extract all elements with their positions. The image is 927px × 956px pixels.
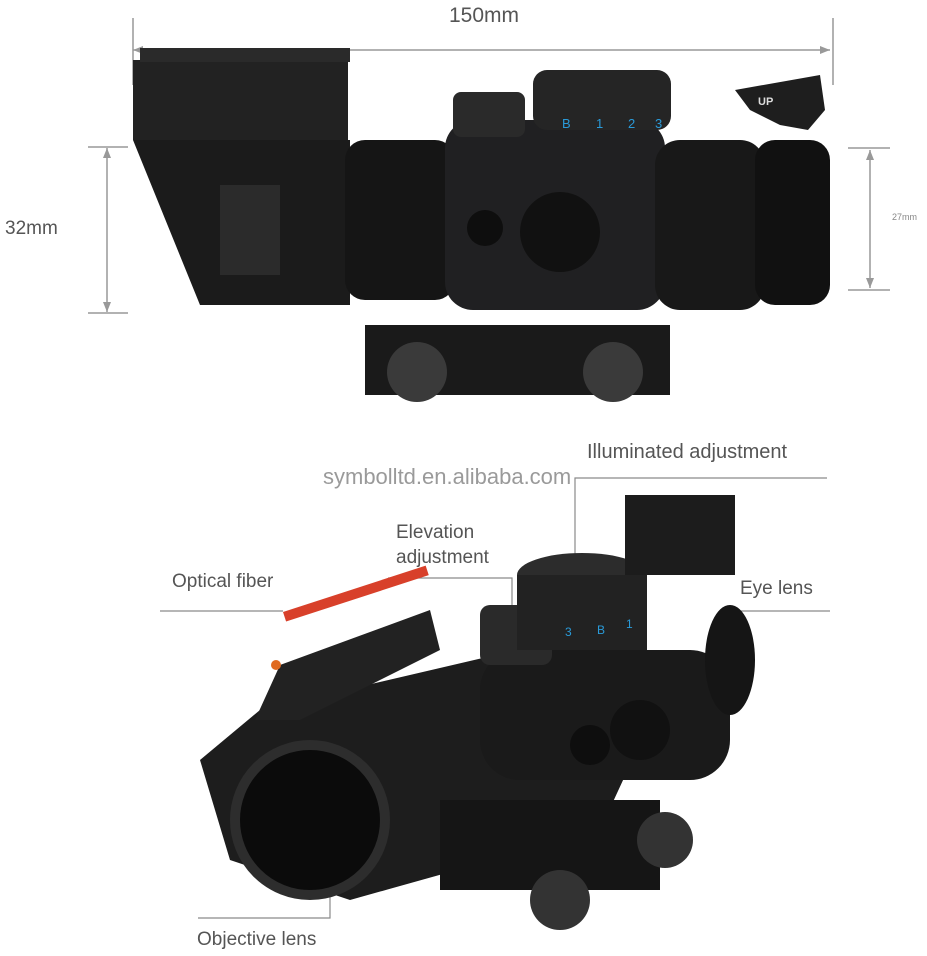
dial-marks-bottom: 3 B 1 — [565, 617, 633, 639]
callout-elevation-line1: Elevation — [396, 522, 475, 543]
callout-illuminated-adjustment: Illuminated adjustment — [587, 441, 788, 463]
scope-side-view — [133, 48, 830, 402]
length-dimension: 150mm — [449, 4, 520, 27]
height-dimension: 32mm — [5, 218, 58, 239]
callout-elevation-adjustment: Elevation adjustment — [396, 520, 489, 570]
dial-mark: 1 — [596, 116, 603, 131]
dial-mark: B — [562, 116, 571, 131]
dial-marks-top: B 1 2 3 — [562, 116, 662, 131]
callout-lines — [160, 477, 830, 919]
watermark: symbolltd.en.alibaba.com — [323, 464, 572, 489]
dial-mark: 2 — [628, 116, 635, 131]
dial-mark: 3 — [655, 116, 662, 131]
callout-objective-lens: Objective lens — [197, 929, 317, 950]
callout-optical-fiber: Optical fiber — [172, 571, 274, 592]
eyepiece-dimension: 27mm — [892, 212, 918, 222]
dial-mark: B — [597, 623, 605, 637]
callout-elevation-line2: adjustment — [396, 547, 489, 568]
callout-eye-lens: Eye lens — [740, 578, 813, 599]
windage-label: UP — [758, 96, 773, 108]
dial-mark: 3 — [565, 625, 572, 639]
scope-perspective-view — [200, 495, 755, 930]
dial-mark: 1 — [626, 617, 633, 631]
